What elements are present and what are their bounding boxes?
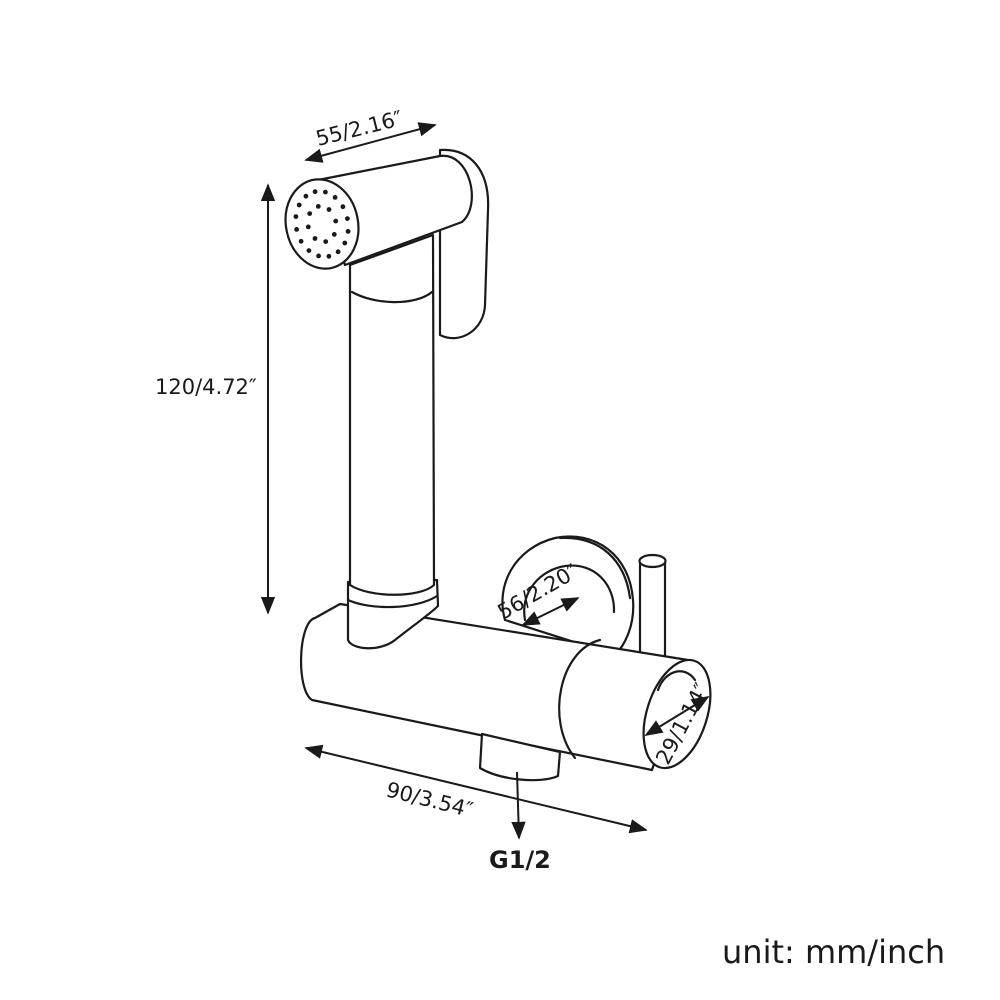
nozzle-hole (345, 216, 350, 222)
nozzle-hole (312, 236, 318, 241)
dim-line-flange (521, 597, 580, 626)
nozzle-hole (294, 227, 299, 232)
dim-label-height: 120/4.72″ (155, 375, 257, 399)
nozzle-hole (323, 239, 329, 245)
nozzle-hole (326, 207, 332, 212)
nozzle-hole (335, 249, 341, 255)
nozzle-hole (293, 214, 299, 220)
unit-note: unit: mm/inch (722, 933, 945, 971)
nozzle-hole (326, 253, 332, 259)
nozzle-hole (298, 238, 304, 244)
dim-line-head-width (304, 122, 437, 163)
nozzle-hole (306, 248, 312, 254)
nozzle-holes (293, 189, 351, 259)
dim-label-body-length: 90/3.54″ (384, 778, 476, 823)
connection-label: G1/2 (489, 846, 551, 874)
nozzle-hole (340, 204, 346, 210)
dim-line-body-length (304, 744, 648, 834)
connection-pointer (511, 771, 526, 840)
nozzle-hole (342, 240, 348, 246)
nozzle-hole (307, 211, 313, 217)
nozzle-hole (312, 189, 318, 195)
sprayer-head (284, 148, 490, 340)
nozzle-hole (331, 232, 337, 237)
nozzle-hole (315, 204, 321, 209)
nozzle-hole (345, 229, 351, 234)
dim-line-knob (644, 696, 710, 736)
nozzle-hole (303, 193, 309, 199)
sprayer-handle (348, 233, 436, 596)
nozzle-hole (316, 253, 321, 259)
nozzle-hole (296, 202, 302, 208)
dim-label-head-width: 55/2.16″ (313, 106, 405, 151)
nozzle-hole (305, 224, 311, 230)
valve-lever (638, 553, 667, 668)
nozzle-hole (332, 195, 338, 200)
nozzle-hole (333, 218, 339, 224)
holder-neck (346, 578, 440, 650)
nozzle-hole (323, 189, 328, 195)
